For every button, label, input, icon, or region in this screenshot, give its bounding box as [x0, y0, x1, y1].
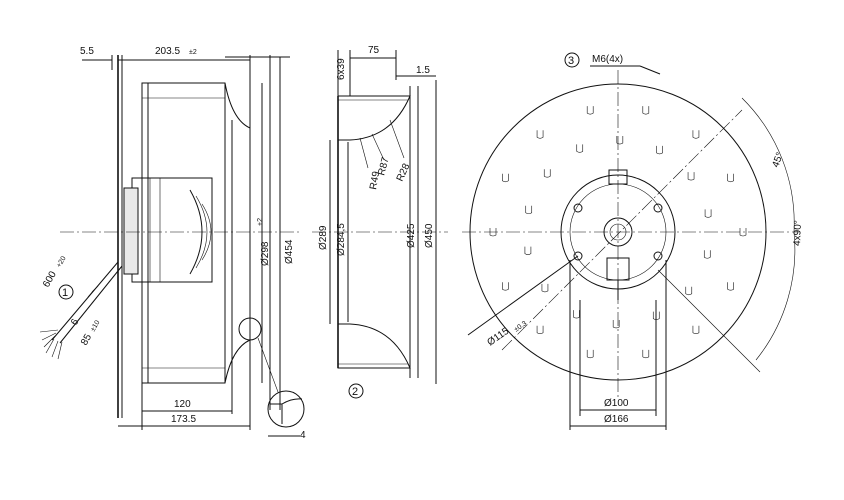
- dim-75: 75: [368, 45, 380, 56]
- cable-line: [59, 265, 123, 344]
- blade-slot: [502, 173, 509, 183]
- dim-166: Ø166: [604, 414, 629, 425]
- blade-slot: [692, 130, 700, 139]
- detail-magnified-profile: [270, 398, 303, 424]
- front-view: 45° 4x90° 3 M6(4x) Ø115 ±0,3 Ø100 Ø166: [462, 52, 804, 430]
- side-view: 5.5 203.5 ±2 Ø298 +2 Ø454 120 173.5 4 60…: [39, 46, 306, 441]
- callout-2: 2: [352, 386, 358, 398]
- front-centerline-diag: [501, 109, 743, 351]
- cable-line: [51, 261, 119, 341]
- angle-45: 45°: [770, 151, 786, 169]
- callout-circle-1: [58, 284, 74, 300]
- inlet-ring-top: [337, 95, 411, 141]
- r28-leader: [389, 119, 405, 159]
- blade-slot: [502, 282, 509, 291]
- blade-slot: [543, 169, 551, 178]
- blade-slot: [576, 144, 584, 153]
- dim-1-5: 1.5: [416, 65, 430, 76]
- mount-hole: [653, 203, 663, 213]
- detail-leader: [257, 337, 279, 393]
- cable-dim-6: 6: [69, 317, 82, 328]
- mount-hole: [573, 203, 583, 213]
- cable-dim-85: 85: [79, 332, 94, 348]
- dim-m6: M6(4x): [592, 54, 623, 65]
- inlet-ring-bottom: [337, 323, 411, 369]
- r49: R49: [368, 170, 382, 190]
- angle-4x90-arc: [755, 231, 796, 361]
- callout-circle-2: [348, 383, 364, 399]
- profile-view: 75 6x39 1.5 Ø289 Ø284,5 Ø425 Ø450 R49 R8…: [312, 45, 448, 399]
- blade-slot: [656, 145, 663, 155]
- dim-203-5-tol: ±2: [189, 49, 197, 56]
- dim-450: Ø450: [424, 223, 435, 248]
- blade-slot: [525, 205, 533, 215]
- mount-hole: [573, 251, 583, 261]
- blade-slot: [612, 319, 620, 329]
- dim-120: 120: [174, 399, 191, 410]
- motor-flange: [123, 187, 139, 275]
- dim-100: Ø100: [604, 398, 629, 409]
- blade-slots: [489, 106, 747, 359]
- cable-dim-600: 600: [41, 269, 59, 289]
- blade-slot: [573, 310, 580, 319]
- cable-dim-85-tol: ±10: [90, 319, 102, 333]
- dim-5-5: 5.5: [80, 46, 94, 57]
- blade-slot: [536, 325, 544, 335]
- dim-284-5: Ø284,5: [336, 223, 347, 256]
- motor-housing: [131, 177, 213, 283]
- dim-289: Ø289: [318, 225, 329, 250]
- dim-298: Ø298: [260, 241, 271, 266]
- blade-slot: [536, 130, 544, 139]
- r87-leader: [371, 133, 385, 161]
- cable-sleeve: [87, 289, 95, 298]
- blade-slot: [703, 250, 711, 259]
- blade-slot: [685, 286, 693, 296]
- front-diag-line: [657, 269, 761, 373]
- angle-45-arc: [741, 97, 795, 233]
- blade-slot: [642, 106, 650, 115]
- impeller-body-outline: [141, 82, 251, 384]
- m6-leader: [639, 65, 661, 75]
- angle-4x90: 4x90°: [792, 220, 804, 246]
- blade-slot: [704, 209, 712, 218]
- blade-slot: [616, 136, 624, 145]
- dim-115-line: [467, 255, 579, 336]
- blade-slot: [692, 325, 700, 335]
- dim-4: 4: [300, 430, 306, 441]
- dim-115: Ø115: [485, 326, 511, 349]
- callout-circle-3: [564, 52, 580, 68]
- blade-slot: [727, 282, 734, 291]
- motor-bell-inner: [195, 195, 208, 269]
- mount-hole: [653, 251, 663, 261]
- blade-slot: [541, 283, 549, 293]
- blade-slot: [524, 246, 532, 255]
- dim-6x39: 6x39: [336, 58, 347, 80]
- cable-dim-600-tol: +20: [56, 255, 68, 269]
- dim-425: Ø425: [406, 223, 417, 248]
- blade-slot: [739, 228, 747, 237]
- r87: R87: [376, 156, 391, 177]
- callout-1: 1: [62, 287, 68, 299]
- dim-203-5: 203.5: [155, 46, 180, 57]
- dim-454: Ø454: [284, 239, 295, 264]
- r49-leader: [359, 137, 369, 169]
- blade-slot: [642, 349, 650, 359]
- dim-173-5: 173.5: [171, 414, 196, 425]
- blade-slot: [586, 349, 594, 359]
- callout-3: 3: [568, 55, 574, 67]
- blade-slot: [586, 106, 594, 115]
- detail-magnified-circle: [267, 390, 305, 428]
- cable-wire-ends: [39, 329, 63, 360]
- blade-slot: [489, 228, 497, 237]
- dim-298-tol: +2: [257, 218, 264, 226]
- blade-slot: [727, 173, 734, 183]
- blade-slot: [687, 172, 695, 181]
